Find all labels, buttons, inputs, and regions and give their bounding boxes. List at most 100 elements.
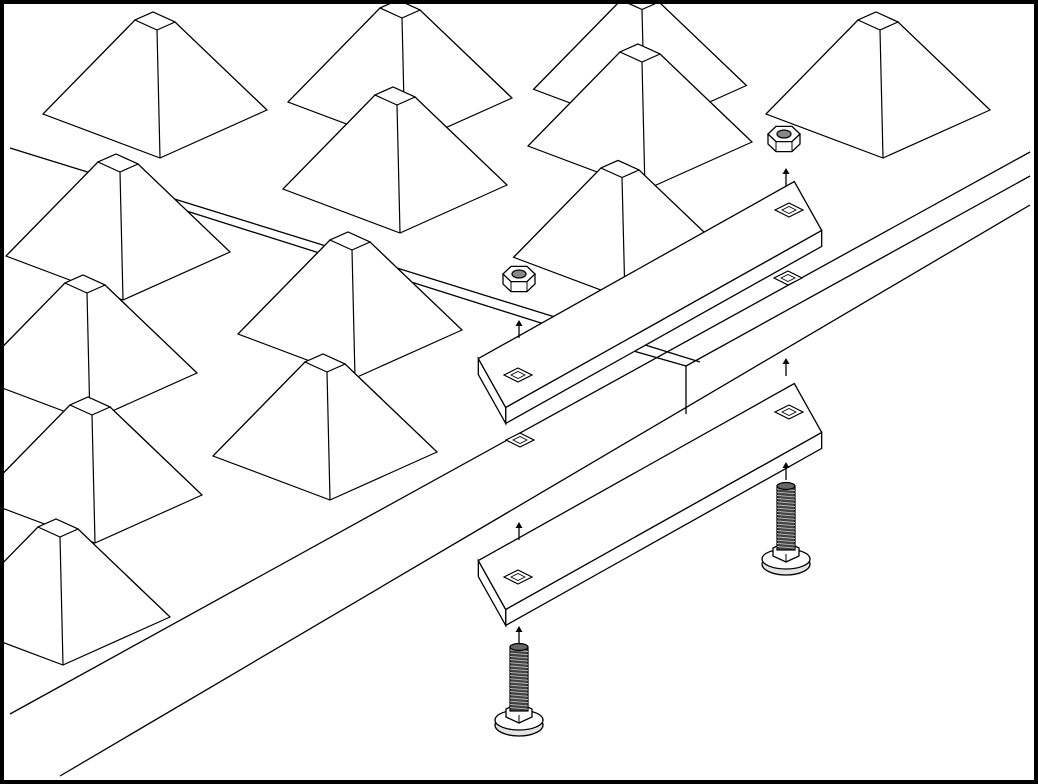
bars xyxy=(477,180,823,628)
arrow-head xyxy=(782,358,790,364)
pyramid-edge xyxy=(212,361,306,457)
pyramid-stud xyxy=(236,231,464,379)
pyramid-stud xyxy=(764,11,992,159)
pyramid-edge xyxy=(237,239,331,335)
base-hole-inner xyxy=(512,436,528,444)
direction-arrow xyxy=(782,462,790,480)
pyramid-edge xyxy=(419,9,513,99)
pyramid-stud xyxy=(4,153,232,301)
arrow-head xyxy=(782,168,790,174)
nut-thread-hole xyxy=(776,129,792,139)
bolt-thread xyxy=(509,662,529,665)
pyramid-edge xyxy=(109,406,203,496)
bar xyxy=(477,180,823,426)
bolt-thread xyxy=(509,694,529,697)
bolt-tip xyxy=(509,642,529,652)
bolt-thread xyxy=(509,655,529,659)
bolt-thread xyxy=(776,498,796,501)
pyramid-edge xyxy=(527,51,621,147)
arrow-head xyxy=(515,320,523,326)
pyramid-edge xyxy=(5,161,99,257)
direction-arrow xyxy=(515,320,523,338)
pyramid-edge xyxy=(59,536,64,666)
bolt-thread xyxy=(776,510,796,514)
carriage-bolt xyxy=(494,642,544,737)
bolt-thread xyxy=(509,700,529,704)
pyramid-edge xyxy=(287,7,381,103)
bolt-thread xyxy=(776,542,796,546)
pyramid-edge xyxy=(156,29,161,159)
arrow-head xyxy=(515,522,523,528)
pyramid-edge xyxy=(369,241,463,331)
direction-arrow xyxy=(515,626,523,644)
base-hole-inner xyxy=(780,274,796,282)
pyramid-edge xyxy=(879,29,884,159)
pyramid-stud xyxy=(211,353,439,501)
bolt-thread xyxy=(509,678,529,681)
bolt-thread xyxy=(776,539,796,543)
bolt-thread xyxy=(509,665,529,668)
pyramid-edge xyxy=(396,104,401,234)
pyramid-studs xyxy=(0,0,992,666)
bolt-thread xyxy=(509,681,529,684)
pyramid-edge xyxy=(42,19,136,115)
carriage-bolt xyxy=(761,481,811,576)
base-holes xyxy=(504,270,804,448)
bolt-thread xyxy=(776,530,796,533)
bolt-thread xyxy=(509,671,529,675)
bolt-thread xyxy=(509,652,529,656)
pyramid-edge xyxy=(513,167,602,258)
hex-nut xyxy=(502,265,536,293)
bolt-thread xyxy=(776,501,796,504)
bolt-thread xyxy=(776,507,796,511)
step-edge-c xyxy=(685,175,1031,367)
pyramid-edge xyxy=(414,96,508,186)
hex-nut xyxy=(767,125,801,153)
pyramid-edge xyxy=(659,53,753,143)
bar-hole-inner xyxy=(510,371,526,379)
bolt-thread xyxy=(776,517,796,520)
bolt-thread xyxy=(509,684,529,688)
bolt-thread xyxy=(776,523,796,527)
pyramid-edge xyxy=(137,163,231,253)
pyramid-edge xyxy=(351,249,356,379)
pyramid-edge xyxy=(119,171,124,301)
bolt-thread xyxy=(776,536,796,539)
pyramid-edge xyxy=(344,363,438,453)
step-edge-a xyxy=(629,349,687,367)
arrow-head xyxy=(515,626,523,632)
pyramid-edge xyxy=(533,0,622,90)
pyramid-stud xyxy=(281,86,509,234)
bolt-thread xyxy=(509,703,529,707)
pyramid-stud xyxy=(41,11,269,159)
direction-arrow xyxy=(782,168,790,186)
pyramid-edge xyxy=(77,528,171,618)
hex-nuts xyxy=(502,125,801,293)
bar xyxy=(477,382,823,628)
bar-hole-inner xyxy=(781,206,797,214)
direction-arrow xyxy=(515,522,523,540)
arrow-head xyxy=(782,462,790,468)
bolt-thread xyxy=(509,691,529,694)
bar-top xyxy=(477,180,823,409)
pyramid-edge xyxy=(0,526,39,567)
rail-edge-lower xyxy=(59,204,1031,777)
bolt-thread xyxy=(776,504,796,507)
bolt-thread xyxy=(509,659,529,662)
bar-top xyxy=(477,382,823,611)
bar-hole-inner xyxy=(781,408,797,416)
bolt-thread xyxy=(776,520,796,523)
direction-arrow xyxy=(782,358,790,376)
pyramid-edge xyxy=(641,61,646,191)
bolt-thread xyxy=(776,494,796,498)
pyramid-edge xyxy=(0,404,71,478)
nut-thread-hole xyxy=(511,269,527,279)
pyramid-edge xyxy=(174,21,268,111)
bolt-tip xyxy=(776,481,796,491)
pyramid-edge xyxy=(0,282,66,351)
bolt-thread xyxy=(776,533,796,536)
pyramid-edge xyxy=(282,94,376,190)
bolt-thread xyxy=(509,668,529,672)
